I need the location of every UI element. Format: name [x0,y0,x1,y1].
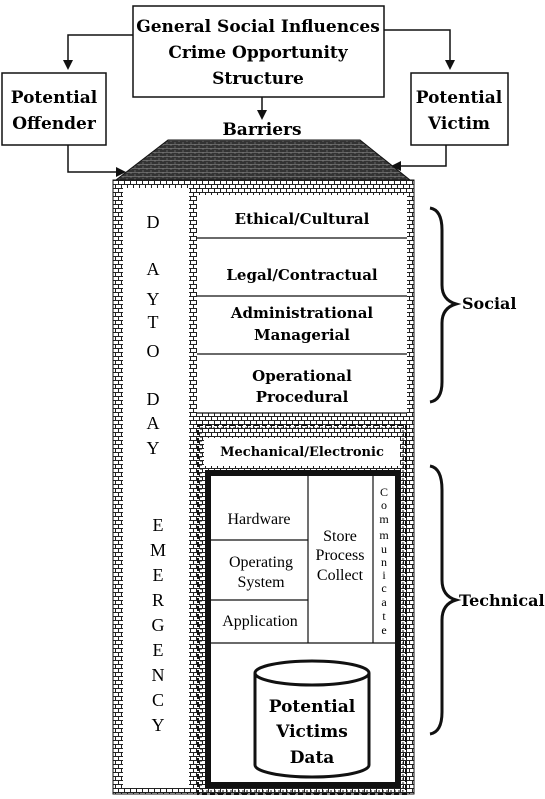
barrier-roof [114,139,412,181]
day-letter: A [147,413,160,433]
social-layer-legal: Legal/Contractual [226,266,378,284]
data-line3: Data [290,748,335,768]
day-letter: T [148,312,159,332]
emergency-letter: E [153,565,164,585]
victims-data-cylinder: Potential Victims Data [253,659,371,779]
day-letter: Y [147,438,160,458]
communicate-letter: m [379,512,389,526]
process-label: Process [316,547,365,564]
arrow-offender-to-barriers [67,145,126,177]
social-layer-managerial: Managerial [254,326,350,344]
technical-brace [429,464,462,736]
communicate-letter: m [379,528,389,542]
communicate-column: C o m m u n i c a t e [379,485,389,637]
communicate-letter: a [381,595,387,609]
os-line2: System [237,574,285,591]
day-letter: D [147,389,160,409]
arrow-to-offender [63,34,133,70]
hardware-label: Hardware [227,511,290,528]
emergency-letter: R [152,590,164,610]
social-layer-procedural: Procedural [256,388,349,406]
data-line1: Potential [269,697,356,717]
day-letter: D [147,212,160,232]
social-layers [197,237,407,414]
arrow-victim-to-barriers [391,145,447,171]
emergency-letter: E [153,640,164,660]
offender-line1: Potential [11,88,98,108]
social-layer-administrational: Administrational [230,304,374,322]
communicate-letter: i [382,568,386,582]
os-line1: Operating [229,554,293,571]
communicate-letter: u [381,542,387,556]
top-box-line3: Structure [212,69,304,89]
social-label: Social [462,294,517,313]
top-box-line2: Crime Opportunity [168,43,348,63]
emergency-letter: G [152,615,165,635]
communicate-letter: c [381,581,386,595]
mechanical-band [204,438,400,466]
influence-arrows [63,29,455,177]
communicate-letter: C [380,485,388,499]
day-letter: O [147,341,160,361]
social-layer-operational: Operational [252,367,352,385]
victim-box: Potential Victim [410,72,509,146]
data-line2: Victims [275,722,348,742]
emergency-letter: E [153,515,164,535]
emergency-letter: N [152,665,165,685]
day-to-day-column: D A Y T O D A Y [147,212,160,458]
offender-box: Potential Offender [1,72,107,146]
communicate-letter: t [382,609,386,623]
technical-dashed-wall [197,424,407,795]
emergency-letter: Y [152,715,165,735]
emergency-letter: C [152,690,164,710]
barriers-label: Barriers [222,120,301,140]
emergency-letter: M [150,540,166,560]
communicate-letter: e [381,623,386,637]
communicate-letter: o [381,498,387,512]
social-brace [429,206,462,404]
technical-label: Technical [459,591,545,610]
emergency-column: E M E R G E N C Y [150,515,166,735]
day-letter: A [147,259,160,279]
store-label: Store [323,528,357,545]
communicate-letter: n [381,555,387,569]
social-layer-ethical: Ethical/Cultural [235,210,370,228]
collect-label: Collect [317,567,364,584]
day-letter: Y [147,289,160,309]
application-label: Application [222,613,298,630]
mechanical-label: Mechanical/Electronic [220,445,384,460]
arrow-to-victim [384,29,455,70]
offender-line2: Offender [12,114,97,134]
victim-line2: Victim [427,114,490,134]
top-box-line1: General Social Influences [136,17,380,37]
victim-line1: Potential [416,88,503,108]
general-influences-box: General Social Influences Crime Opportun… [132,5,385,98]
